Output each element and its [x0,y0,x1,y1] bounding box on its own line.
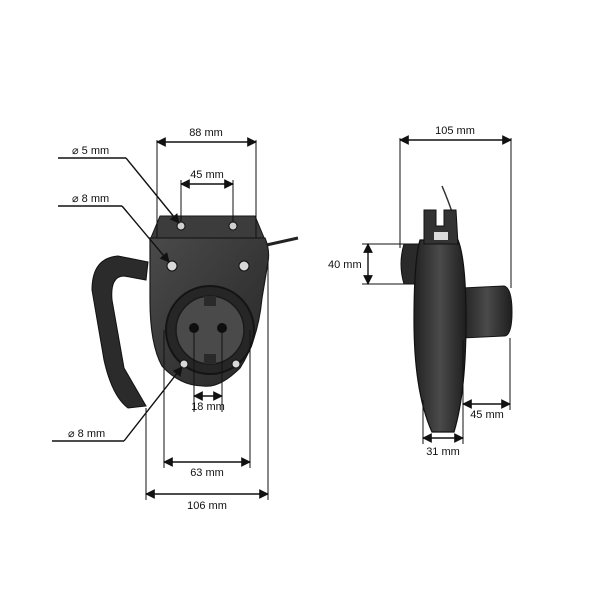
socket-earth-clip-bottom [204,354,216,364]
side-hub [461,285,513,339]
socket-face [175,295,245,365]
front-cable [261,236,299,248]
side-view [400,185,513,433]
side-bracket-slot [434,232,448,240]
front-view [91,215,299,409]
dim-63mm-label: 63 mm [190,467,224,479]
dim-hole-8mm-lower-label: ⌀ 8 mm [68,428,105,440]
dim-45mm-side-label: 45 mm [470,409,504,421]
socket-pin-right [217,323,227,333]
dim-45mm-top-label: 45 mm [190,169,224,181]
side-top-bracket [423,209,459,245]
carry-handle [91,255,149,409]
side-reel-drum [413,239,467,433]
hole-5mm-left [176,221,186,231]
hole-8mm-upper-left [166,260,178,272]
dim-31mm-label: 31 mm [426,446,460,458]
socket-earth-clip [204,296,216,306]
dim-88mm-label: 88 mm [189,127,223,139]
hole-5mm-right [228,221,238,231]
dim-18mm-label: 18 mm [191,401,225,413]
dim-105mm-label: 105 mm [435,125,475,137]
hole-8mm-upper-right [238,260,250,272]
hole-8mm-lower-left [179,359,189,369]
socket-pin-left [189,323,199,333]
front-dimensions: 88 mm 45 mm ⌀ 5 mm ⌀ 8 mm ⌀ 8 mm 18 mm 6… [52,127,269,512]
dim-40mm-label: 40 mm [328,259,362,271]
dim-hole-5mm-label: ⌀ 5 mm [72,145,109,157]
dim-106mm-label: 106 mm [187,500,227,512]
side-dimensions: 105 mm 40 mm 31 mm 45 mm [328,125,512,458]
mounting-plate [149,215,266,241]
dim-hole-8mm-upper-label: ⌀ 8 mm [72,193,109,205]
hole-8mm-lower-right [231,359,241,369]
